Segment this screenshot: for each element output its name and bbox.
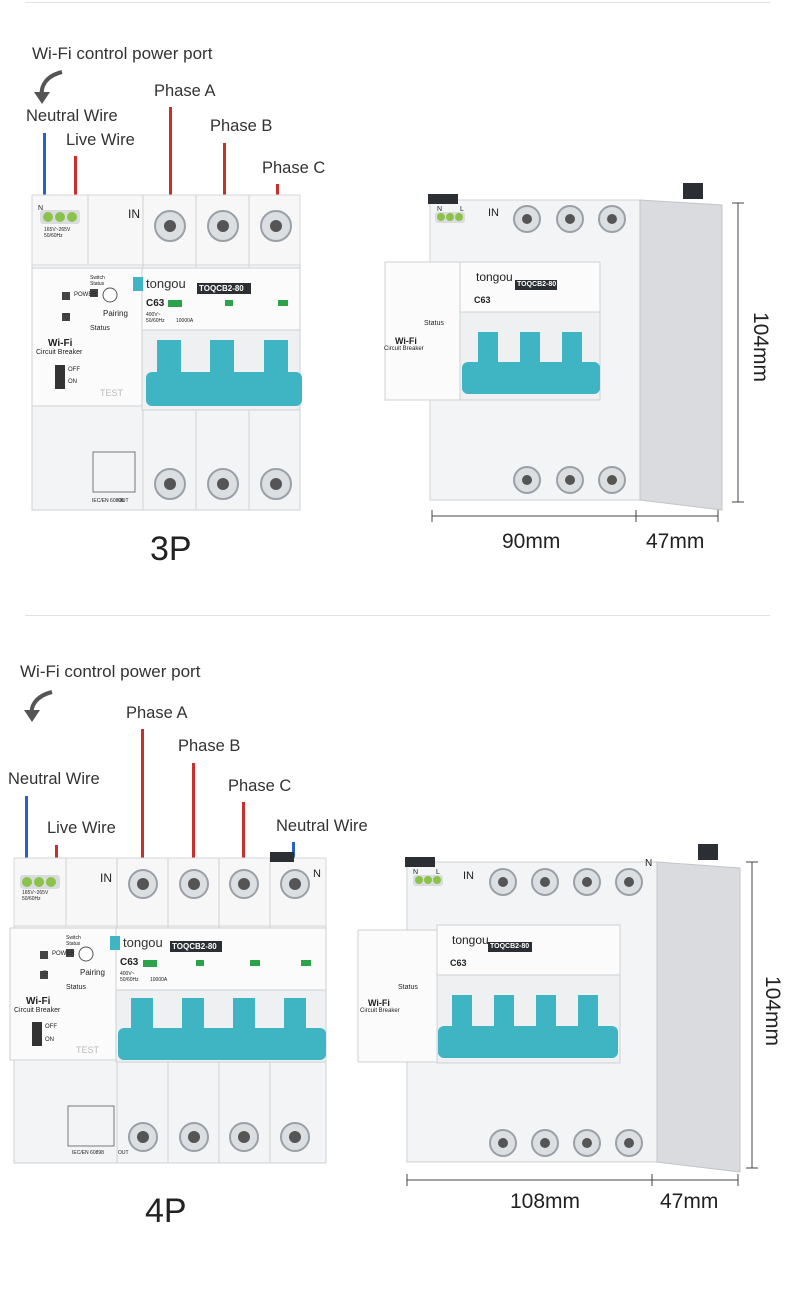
neutral-wire-label-4p: Neutral Wire [8,770,100,788]
rating-label-4p-side: C63 [450,958,467,968]
standard-label-3p: IEC/EN 60898 [92,498,124,504]
breaking-label-3p: 10000A [176,318,194,324]
pairing-label-4p: Pairing [80,968,105,977]
model-label-3p: TOQCB2-80 [199,284,244,293]
wifi-port-label-4p: Wi-Fi control power port [20,662,201,681]
circuit-breaker-label-3p: Circuit Breaker [36,349,83,356]
neutral-wire-label-3p: Neutral Wire [26,107,118,125]
power-label-4p: POWER [52,951,75,957]
live-terminal-label-3p-side: L [460,206,464,213]
height-dim-4p: 104mm [761,976,784,1047]
middle-divider [25,615,770,616]
wifi-title-3p: Wi-Fi [48,338,73,349]
breaking-label-4p: 10000A [150,977,168,983]
status-label-4p-side: Status [398,984,418,991]
top-divider [25,2,770,3]
neutral-terminal-label-3p: N [38,205,44,212]
neutral-terminal-label-4p: N [313,868,321,880]
input-spec-3p: 165V~265V 50/60Hz [44,227,71,239]
off-label-4p: OFF [45,1024,57,1030]
live-wire-label-3p: Live Wire [66,131,135,149]
phase-c-label-3p: Phase C [262,159,326,177]
status-label-3p-side: Status [424,320,444,327]
phase-a-line-4p [141,729,144,883]
in-label-3p: IN [128,207,140,221]
neutral-terminal-label-4p-side-right: N [645,858,653,869]
neutral-wire-line-3p [43,133,46,215]
test-label-3p: TEST [100,388,124,398]
pairing-label-3p: Pairing [103,309,128,318]
neutral-terminal-label-4p-side: N [413,869,419,876]
wifi-port-label-3p: Wi-Fi control power port [32,44,213,63]
depth-dim-4p: 47mm [660,1190,719,1213]
wifi-title-4p-side: Wi-Fi [368,998,390,1008]
brand-logo-3p: tongou [146,276,186,291]
neutral-terminal-label-3p-side: N [437,206,443,213]
rating-label-3p: C63 [146,298,165,309]
wifi-icon-4p: ⌔ [40,969,50,980]
power-label-3p: POWER [74,292,97,298]
wifi-title-4p: Wi-Fi [26,996,51,1007]
input-spec-4p: 165V~265V 50/60Hz [22,890,49,902]
voltage-label-4p: 400V~ 50/60Hz [120,971,139,983]
standard-label-4p: IEC/EN 60898 [72,1150,104,1156]
circuit-breaker-label-4p-side: Circuit Breaker [360,1008,400,1014]
phase-c-label-4p: Phase C [228,777,292,795]
depth-dim-3p: 47mm [646,530,705,553]
on-label-4p: ON [45,1037,54,1043]
title-4p: 4P [145,1192,187,1230]
live-terminal-label-4p-side: L [436,869,440,876]
wifi-icon-3p: ⌔ [62,312,72,323]
phase-a-line-3p [169,107,172,224]
phase-a-label-3p: Phase A [154,82,216,100]
phase-b-label-4p: Phase B [178,737,241,755]
out-label-3p: OUT [118,498,129,504]
brand-logo-4p: tongou [123,935,163,950]
out-label-4p: OUT [118,1150,129,1156]
live-wire-label-4p: Live Wire [47,819,116,837]
wifi-title-3p-side: Wi-Fi [395,336,417,346]
voltage-label-3p: 400V~ 50/60Hz [146,312,165,324]
neutral-wire-right-label-4p: Neutral Wire [276,817,368,835]
model-label-3p-side: TOQCB2-80 [517,281,557,288]
width-dim-4p: 108mm [510,1190,581,1213]
switch-status-label-4p: Switch Status [66,935,81,947]
test-label-4p: TEST [76,1045,100,1055]
phase-b-line-3p [223,143,226,224]
status-label-4p: Status [66,984,86,991]
phase-a-label-4p: Phase A [126,704,188,722]
circuit-breaker-label-4p: Circuit Breaker [14,1007,61,1014]
phase-b-label-3p: Phase B [210,117,273,135]
title-3p: 3P [150,530,192,568]
brand-logo-3p-side: tongou [476,270,513,284]
on-label-3p: ON [68,379,77,385]
rating-label-4p: C63 [120,957,139,968]
width-dim-3p: 90mm [502,530,561,553]
in-label-4p: IN [100,871,112,885]
in-label-4p-side: IN [463,870,474,882]
model-label-4p: TOQCB2-80 [172,942,217,951]
model-label-4p-side: TOQCB2-80 [490,943,530,950]
in-label-3p-side: IN [488,207,499,219]
phase-b-line-4p [192,763,195,883]
brand-logo-4p-side: tongou [452,933,489,947]
circuit-breaker-label-3p-side: Circuit Breaker [384,346,424,352]
rating-label-3p-side: C63 [474,295,491,305]
switch-status-label-3p: Switch Status [90,275,105,287]
status-label-3p: Status [90,325,110,332]
live-wire-line-3p [74,156,77,216]
neutral-wire-line-4p [25,796,28,876]
phase-c-line-4p [242,802,245,883]
off-label-3p: OFF [68,367,80,373]
